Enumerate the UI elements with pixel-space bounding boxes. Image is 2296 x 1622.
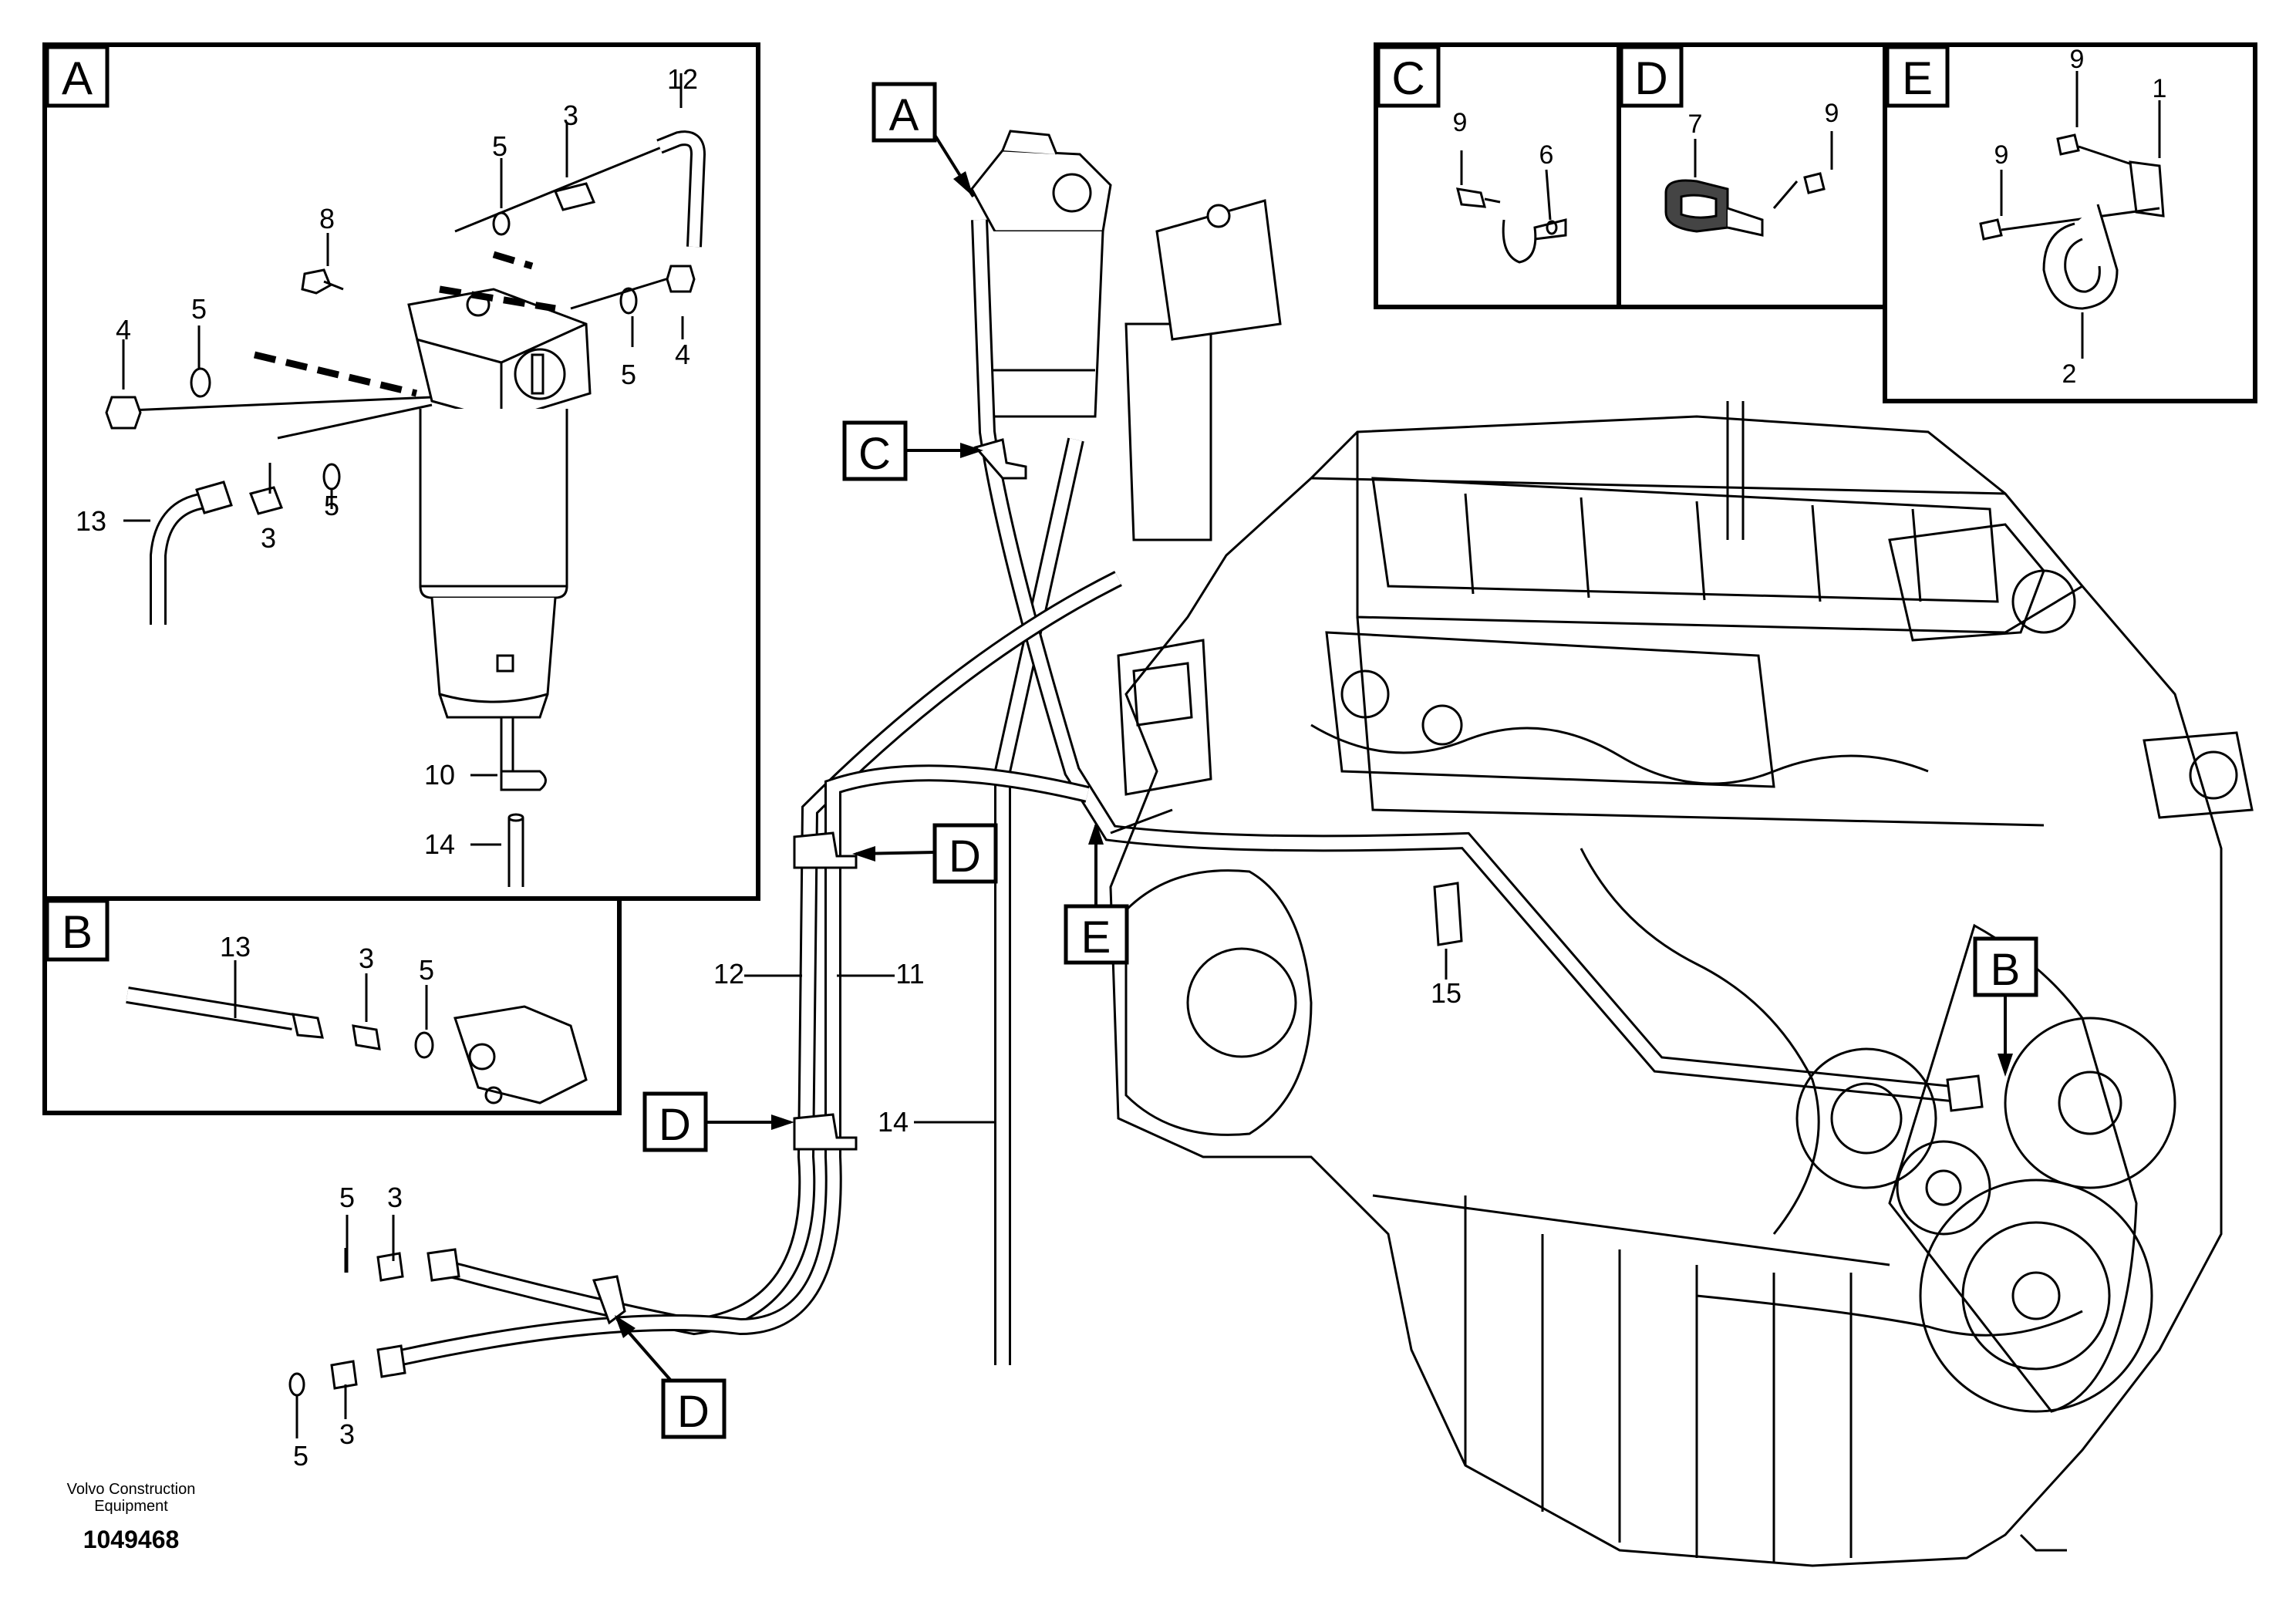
- publisher-line-2: Equipment: [94, 1498, 168, 1515]
- detail-a-letter: A: [62, 52, 93, 104]
- label-8: 8: [319, 203, 335, 234]
- label-13: 13: [76, 505, 106, 537]
- label-9: 9: [2070, 45, 2085, 74]
- detail-e-letter: E: [1902, 52, 1933, 104]
- label-7: 7: [1688, 110, 1703, 139]
- detail-d-letter: D: [1634, 52, 1667, 104]
- label-hose-12: 12: [713, 958, 744, 990]
- callout-e-letter: E: [1081, 912, 1111, 963]
- label-5: 5: [621, 359, 636, 390]
- label-3: 3: [261, 522, 276, 554]
- fuel-filter-exploded-view: [105, 73, 706, 887]
- detail-e-labels: 9 1 9 2: [1994, 45, 2167, 389]
- label-9: 9: [1994, 140, 2009, 170]
- label-12: 12: [667, 63, 698, 95]
- label-5: 5: [324, 490, 339, 521]
- document-number: 1049468: [83, 1526, 180, 1553]
- label-3: 3: [563, 99, 578, 131]
- main-fuel-filter: [970, 130, 1282, 541]
- main-labels: 12 11 14 15 5 3 5 3: [293, 958, 1462, 1472]
- main-hose-clamps: [288, 438, 1984, 1397]
- label-9: 9: [1453, 108, 1468, 137]
- label-3: 3: [359, 943, 374, 974]
- label-5: 5: [191, 293, 207, 325]
- label-14: 14: [424, 828, 455, 860]
- label-washer-5: 5: [339, 1182, 355, 1213]
- callout-e: E: [1064, 821, 1129, 965]
- clamp-detail-e: [1979, 71, 2165, 359]
- callout-b: B: [1973, 936, 2038, 1077]
- detail-frame-a: A: [42, 42, 760, 901]
- detail-frame-b: B: [42, 896, 622, 1115]
- clamp-detail-c: [1455, 150, 1567, 264]
- label-fitting-3: 3: [339, 1418, 355, 1450]
- callout-d-middle-letter: D: [659, 1100, 691, 1150]
- label-1: 1: [2153, 74, 2167, 103]
- callout-d-middle: D: [642, 1091, 794, 1152]
- callout-a: A: [872, 82, 975, 198]
- detail-frame-d: D: [1617, 42, 1887, 309]
- callout-d-upper: D: [852, 823, 998, 884]
- label-4: 4: [675, 339, 690, 370]
- callout-a-letter: A: [889, 90, 919, 140]
- callout-d-lower: D: [615, 1315, 727, 1439]
- label-washer-5: 5: [293, 1440, 308, 1472]
- label-4: 4: [116, 314, 131, 346]
- main-leader-lines: [295, 949, 1448, 1438]
- callout-c: C: [842, 420, 983, 481]
- label-fitting-3: 3: [387, 1182, 403, 1213]
- callout-c-letter: C: [858, 429, 891, 479]
- detail-c-letter: C: [1391, 52, 1424, 104]
- label-10: 10: [424, 759, 455, 791]
- label-hose-14: 14: [878, 1106, 909, 1138]
- callout-d-upper-letter: D: [949, 831, 981, 882]
- main-hoses: [382, 219, 1968, 1373]
- detail-a-labels: 12 5 3 8 4 5 5 4 13 3 5 10 14: [76, 63, 698, 860]
- engine-block: [1109, 401, 2254, 1567]
- publisher-line-1: Volvo Construction: [66, 1481, 196, 1498]
- detail-b-drawing: [126, 960, 588, 1104]
- label-hose-11: 11: [895, 958, 924, 990]
- label-5: 5: [492, 130, 507, 162]
- label-clamp-15: 15: [1431, 977, 1462, 1009]
- callout-d-lower-letter: D: [677, 1387, 710, 1437]
- label-13: 13: [220, 931, 251, 963]
- detail-d-labels: 7 9: [1688, 99, 1839, 139]
- callout-b-letter: B: [1991, 945, 2021, 995]
- diagram-footer: Volvo Construction Equipment 1049468: [31, 1481, 231, 1554]
- label-6: 6: [1539, 140, 1554, 170]
- label-9: 9: [1825, 99, 1839, 128]
- detail-frame-c: C: [1374, 42, 1621, 309]
- detail-frame-e: E: [1883, 42, 2257, 403]
- detail-b-labels: 13 3 5: [220, 931, 434, 986]
- label-2: 2: [2062, 359, 2077, 389]
- detail-b-letter: B: [62, 906, 93, 958]
- clamp-detail-d: [1664, 131, 1833, 237]
- detail-c-labels: 9 6: [1453, 108, 1554, 170]
- label-5: 5: [419, 954, 434, 986]
